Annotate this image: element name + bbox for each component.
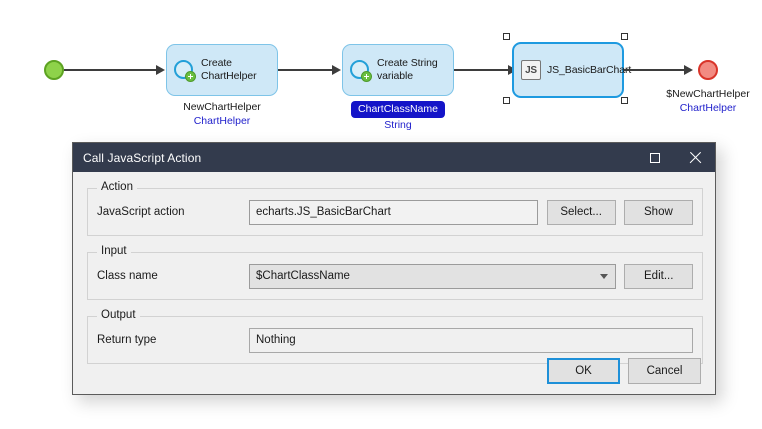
dialog-titlebar[interactable]: Call JavaScript Action [73,143,715,172]
activity-label: JS_BasicBarChart [547,63,632,76]
end-event-caption: $NewChartHelper ChartHelper [648,87,762,115]
activity-label: Create ChartHelper [201,57,257,82]
return-type-label: Return type [97,334,157,346]
create-variable-icon [350,59,372,82]
maximize-icon [650,152,660,163]
class-name-combobox[interactable]: $ChartClassName [249,263,617,289]
dialog-title: Call JavaScript Action [83,150,202,165]
action-group-title: Action [97,181,137,193]
output-group-title: Output [97,309,140,321]
javascript-action-input[interactable]: echarts.JS_BasicBarChart [249,199,538,225]
flow-arrow-2 [332,65,341,75]
javascript-action-label: JavaScript action [97,206,185,218]
close-button[interactable] [675,143,715,172]
create-object-icon [174,59,196,82]
selection-handle-tr[interactable] [621,33,628,40]
return-type-value: Nothing [249,327,693,353]
selection-handle-bl[interactable] [503,97,510,104]
js-action-icon: JS [521,60,541,80]
activity-caption-1: NewChartHelper ChartHelper [166,100,278,128]
activity-caption-type: String [384,119,412,131]
activity-js-basicbarchart[interactable]: JS JS_BasicBarChart [512,42,631,98]
end-event-caption-name: $NewChartHelper [666,88,750,100]
activity-create-charthelper[interactable]: Create ChartHelper [166,44,278,96]
edit-button[interactable]: Edit... [624,263,693,289]
dialog-body: Action JavaScript action echarts.JS_Basi… [73,172,715,394]
input-group: Input Class name $ChartClassName Edit... [87,245,703,300]
ok-button[interactable]: OK [547,358,620,384]
flow-connector-2 [278,69,334,71]
chevron-down-icon[interactable] [593,273,615,279]
dialog-footer: OK Cancel [73,358,715,384]
selection-handle-br[interactable] [621,97,628,104]
activity-caption-name: NewChartHelper [183,101,261,113]
start-event-circle[interactable] [44,60,64,80]
action-group: Action JavaScript action echarts.JS_Basi… [87,181,703,236]
flow-arrow-4 [684,65,693,75]
input-group-title: Input [97,245,131,257]
select-button[interactable]: Select... [546,199,616,225]
close-icon [689,151,702,164]
flow-connector-3 [454,69,510,71]
class-name-value: $ChartClassName [256,270,350,282]
selection-handle-tl[interactable] [503,33,510,40]
class-name-label: Class name [97,270,158,282]
call-javascript-action-dialog[interactable]: Call JavaScript Action Action JavaScript… [72,142,716,395]
output-group: Output Return type Nothing [87,309,703,364]
variable-name-badge[interactable]: ChartClassName [351,101,445,118]
end-event-caption-type: ChartHelper [679,102,737,114]
activity-caption-type: ChartHelper [193,115,251,127]
show-button[interactable]: Show [623,199,694,225]
end-event-circle[interactable] [698,60,718,80]
flow-connector-4 [624,69,686,71]
maximize-button[interactable] [635,143,675,172]
activity-label: Create String variable [377,57,438,82]
activity-create-string-variable[interactable]: Create String variable [342,44,454,96]
cancel-button[interactable]: Cancel [628,358,701,384]
flow-connector-1 [64,69,158,71]
activity-caption-2: ChartClassName String [334,101,462,132]
flow-arrow-1 [156,65,165,75]
